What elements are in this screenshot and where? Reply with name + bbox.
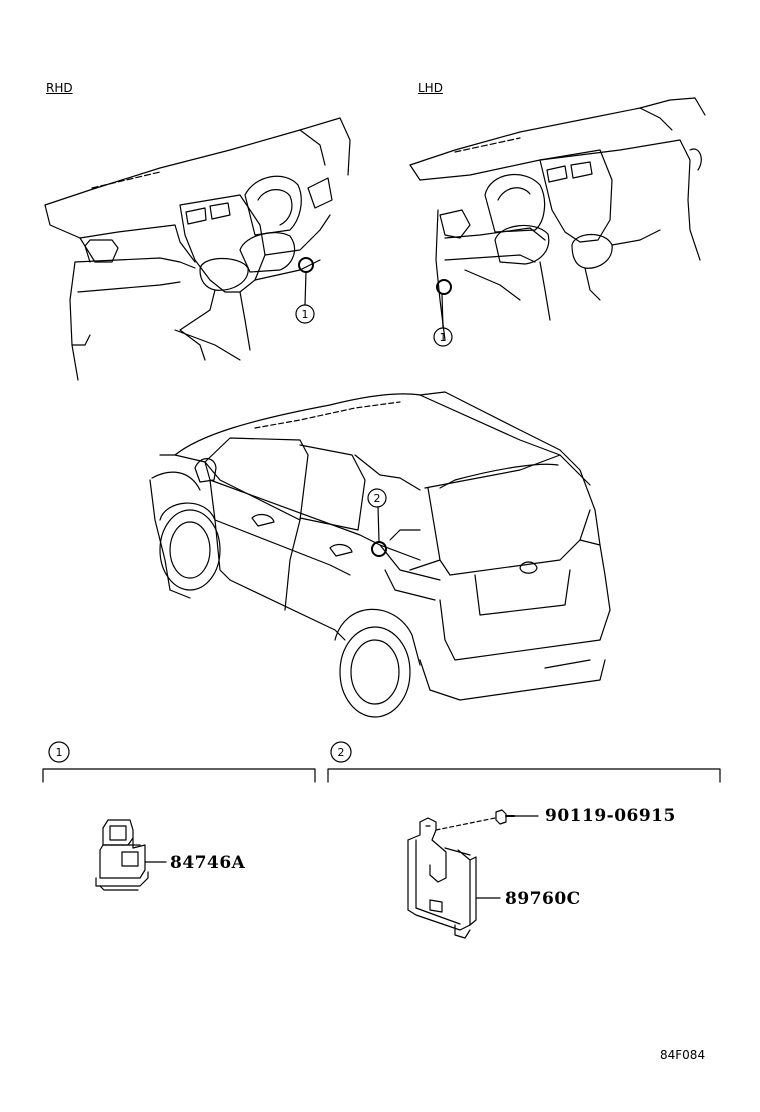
diagram-code: 84F084 — [660, 1048, 706, 1062]
section-1-number: 1 — [56, 746, 63, 759]
car-callout — [367, 488, 387, 557]
rhd-callout-number: 1 — [302, 308, 309, 321]
part-number-90119-06915[interactable]: 90119-06915 — [545, 806, 676, 826]
part-number-84746A[interactable]: 84746A — [170, 853, 246, 873]
module-part-drawing — [407, 809, 539, 939]
section-1-header — [42, 741, 316, 783]
section-2-header — [327, 741, 721, 783]
rhd-label: RHD — [46, 81, 73, 95]
rhd-dashboard-drawing — [44, 117, 351, 381]
part-number-89760C[interactable]: 89760C — [505, 889, 581, 909]
switch-part-drawing — [95, 819, 167, 891]
car-callout-number: 2 — [374, 492, 381, 505]
lhd-dashboard-drawing — [409, 97, 706, 341]
section-2-number: 2 — [338, 746, 345, 759]
lhd-callout — [433, 279, 453, 347]
lhd-callout-number: 1 — [440, 331, 447, 344]
rhd-callout — [295, 257, 315, 324]
car-drawing — [149, 391, 611, 718]
lhd-label: LHD — [418, 81, 443, 95]
